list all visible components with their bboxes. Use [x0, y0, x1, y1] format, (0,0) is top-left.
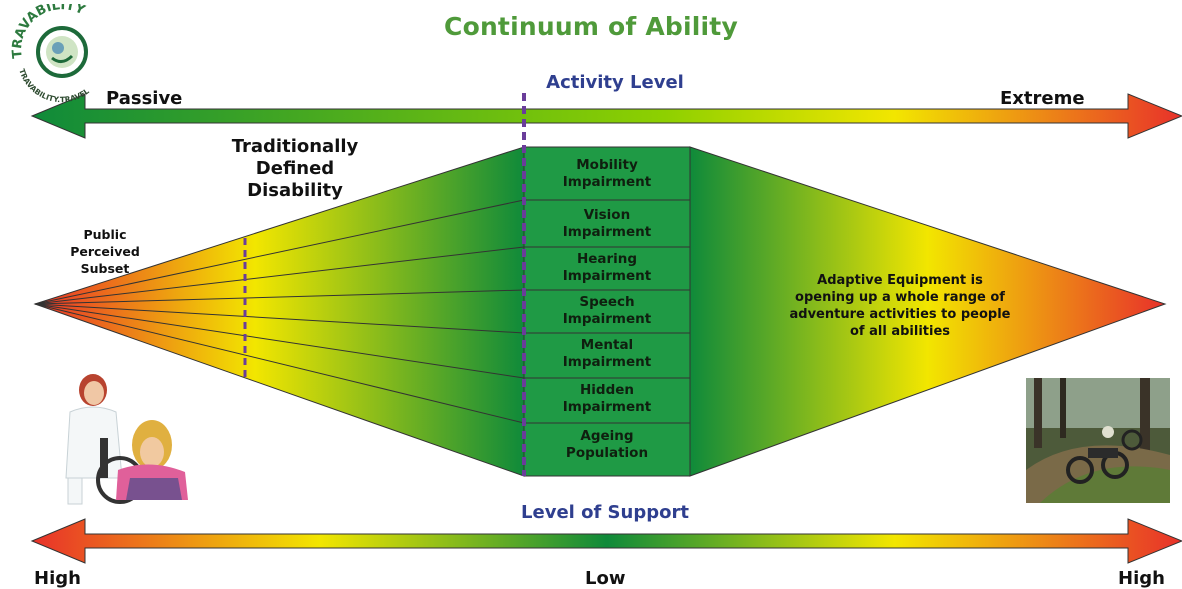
category-line-1: Ageing — [580, 428, 634, 444]
public-line-2: Perceived — [70, 244, 140, 259]
adaptive-line-1: Adaptive Equipment is — [817, 273, 983, 288]
impairment-category-box — [523, 146, 691, 477]
traditionally-defined-disability-label: Traditionally Defined Disability — [205, 136, 385, 202]
caregiver-wheelchair-photo — [46, 372, 192, 505]
category-line-2: Impairment — [562, 174, 652, 190]
adaptive-line-4: of all abilities — [850, 324, 950, 339]
category-line-2: Population — [565, 445, 649, 461]
category-line-1: Hidden — [579, 382, 635, 398]
category-line-2: Impairment — [562, 354, 652, 370]
high-left-label: High — [34, 568, 81, 589]
activity-level-arrow — [30, 93, 1182, 139]
category-line-2: Impairment — [562, 268, 652, 284]
high-right-label: High — [1118, 568, 1165, 589]
category-line-1: Mental — [580, 337, 634, 353]
category-speech: Speech Impairment — [526, 294, 688, 328]
category-ageing: Ageing Population — [526, 428, 688, 462]
level-of-support-label: Level of Support — [521, 502, 689, 523]
category-vision: Vision Impairment — [526, 207, 688, 241]
activity-level-label: Activity Level — [546, 72, 684, 93]
category-mobility: Mobility Impairment — [526, 157, 688, 191]
category-line-1: Speech — [579, 294, 635, 310]
adaptive-line-2: opening up a whole range of — [795, 290, 1005, 305]
low-label: Low — [585, 568, 626, 589]
adaptive-equipment-triangle — [689, 146, 1167, 477]
public-perceived-subset-label: Public Perceived Subset — [55, 226, 155, 277]
travability-logo — [22, 12, 102, 92]
public-line-3: Subset — [80, 261, 130, 276]
level-of-support-arrow — [30, 518, 1182, 564]
category-line-1: Hearing — [576, 251, 638, 267]
category-hidden: Hidden Impairment — [526, 382, 688, 416]
page-title: Continuum of Ability — [444, 12, 738, 41]
adaptive-equipment-text: Adaptive Equipment is opening up a whole… — [735, 272, 1065, 340]
svg-text:TRAVABILITY.TRAVEL: TRAVABILITY.TRAVEL — [17, 68, 91, 105]
trad-line-3: Disability — [247, 180, 343, 201]
passive-label: Passive — [106, 88, 183, 109]
category-line-1: Vision — [583, 207, 631, 223]
category-line-2: Impairment — [562, 224, 652, 240]
adaptive-bike-trail-photo — [1026, 378, 1170, 503]
category-line-1: Mobility — [576, 157, 638, 173]
extreme-label: Extreme — [1000, 88, 1085, 109]
trad-line-1: Traditionally — [231, 136, 359, 157]
category-hearing: Hearing Impairment — [526, 251, 688, 285]
category-line-2: Impairment — [562, 311, 652, 327]
category-mental: Mental Impairment — [526, 337, 688, 371]
logo-url-text: TRAVABILITY.TRAVEL — [17, 68, 91, 105]
logo-text: TRAVABILITY TRAVABILITY.TRAVEL — [10, 4, 91, 105]
trad-line-2: Defined — [255, 158, 335, 179]
public-line-1: Public — [83, 227, 127, 242]
public-perceived-triangle — [33, 146, 525, 477]
adaptive-line-3: adventure activities to people — [789, 307, 1011, 322]
category-line-2: Impairment — [562, 399, 652, 415]
